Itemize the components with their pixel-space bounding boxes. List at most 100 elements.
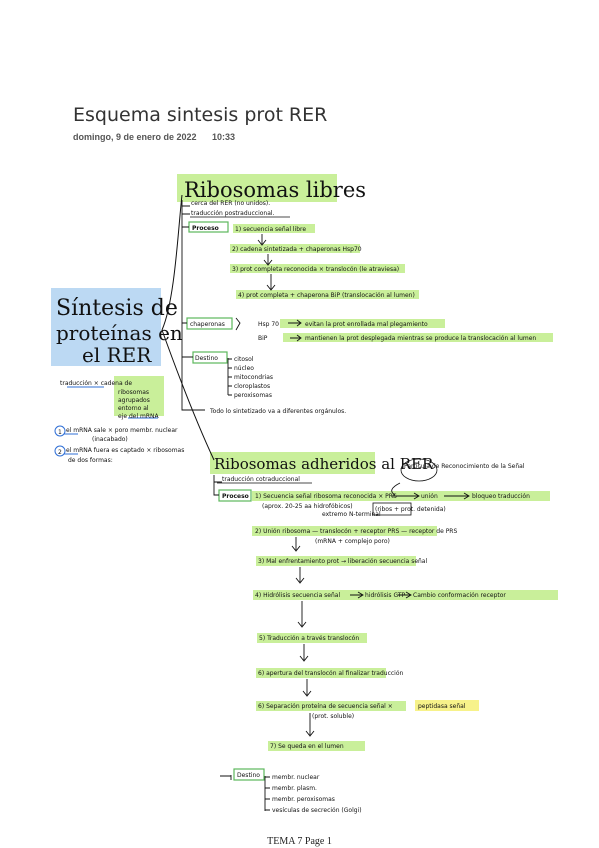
chap-hsp-text: evitan la prot enrollada mal plegamiento <box>305 321 428 328</box>
n1-sub: (inacabado) <box>92 436 128 443</box>
highlight-adh-p5 <box>257 633 367 643</box>
chap-bip-text: mantienen la prot desplegada mientras se… <box>305 335 536 342</box>
libres-step2: 2) cadena sintetizada + chaperonas Hsp70 <box>232 246 362 253</box>
adh-step8: 7) Se queda en el lumen <box>270 743 344 750</box>
adh-step2: 2) Unión ribosoma — translocón + recepto… <box>255 528 457 535</box>
chap-bip: BiP <box>258 335 268 342</box>
page-title: Esquema sintesis prot RER <box>73 104 328 126</box>
destino-bracket <box>227 358 232 396</box>
destino-label-adh: Destino <box>237 772 260 779</box>
adh-step7: 6) Separación proteína de secuencia seña… <box>258 703 393 710</box>
adh-step7-highlight: peptidasa señal <box>418 703 466 710</box>
libres-ticks <box>182 205 193 358</box>
chaperonas-box <box>186 317 233 330</box>
n1-circle <box>54 425 66 437</box>
adh-stem <box>213 475 222 496</box>
highlight-main-title <box>51 288 161 366</box>
dest-libres-1: citosol <box>234 356 254 363</box>
adh-dest-4: vesículas de secreción (Golgi) <box>272 807 362 814</box>
n1-number: 1 <box>58 429 62 436</box>
adh-step6: 6) apertura del translocón al finalizar … <box>258 670 404 677</box>
highlight-adh-p2 <box>252 526 437 536</box>
libres-stem <box>181 200 205 411</box>
libres-arrows <box>257 234 276 291</box>
chap-bracket <box>235 317 302 342</box>
highlight-libres-p2 <box>230 244 360 253</box>
libres-line2: traducción postraduccional. <box>191 210 275 217</box>
adh-step4: 4) Hidrólisis secuencia señal <box>255 592 340 599</box>
highlight-adh-p7 <box>256 701 406 711</box>
todo-text: Todo lo sintetizado va a diferentes orgá… <box>209 408 346 415</box>
highlight-libres-p4 <box>236 290 419 299</box>
highlight-chap-2 <box>283 333 553 342</box>
adh-step2-sub: (mRNA + complejo poro) <box>315 538 390 545</box>
dest-libres-5: peroxisomas <box>234 392 272 399</box>
main-branch-line <box>161 194 215 461</box>
dest-libres-4: cloroplastos <box>234 383 270 390</box>
libres-title: Ribosomas libres <box>184 178 366 202</box>
n2-sub: de dos formas: <box>68 457 113 464</box>
n2-text: el mRNA fuera es captado × ribosomas <box>66 447 184 454</box>
adh-dest-3: membr. peroxisomas <box>272 796 335 803</box>
page-date: domingo, 9 de enero de 2022 <box>73 132 197 142</box>
main-title-line1: Síntesis de <box>56 296 178 321</box>
intro-line3: agrupados <box>118 397 150 404</box>
adh-prs-note: Partícula de Reconocimiento de la Señal <box>404 463 525 470</box>
chaperonas-label: chaperonas <box>190 321 225 328</box>
chap-hsp: Hsp 70 <box>258 321 279 328</box>
libres-step1: 1) secuencia señal libre <box>235 226 306 233</box>
highlight-chap-1 <box>280 319 445 328</box>
libres-step3: 3) prot completa reconocida × translocón… <box>232 266 399 273</box>
underline-libres <box>190 216 312 484</box>
highlight-libres-p <box>233 224 315 233</box>
adh-dest-1: membr. nuclear <box>272 774 320 781</box>
page-time: 10:33 <box>212 132 236 142</box>
underlines-blue <box>64 386 158 455</box>
main-title-line3: el RER <box>82 343 152 367</box>
intro-line5: eje del mRNA <box>118 413 160 420</box>
highlight-adh-p7-yellow <box>415 700 479 711</box>
adh-destino-bracket <box>264 776 270 811</box>
prs-circle <box>400 458 438 482</box>
highlight-adh-p8 <box>268 741 365 751</box>
libres-line1: cerca del RER (no unidos). <box>191 200 270 207</box>
proceso-box-adh <box>218 489 252 502</box>
proceso-label-libres: Proceso <box>192 225 219 232</box>
adh-step1: 1) Secuencia señal ribosoma reconocida ×… <box>255 493 397 500</box>
main-title-line2: proteínas en <box>56 321 183 345</box>
highlight-intro <box>114 376 164 416</box>
intro-line4: entorno al <box>118 405 149 412</box>
intro-line2: ribosomas <box>118 389 149 396</box>
adh-bloqueo: bloqueo traducción <box>472 493 530 500</box>
adh-step7-sub: (prot. soluble) <box>312 713 354 720</box>
proceso-label-adh: Proceso <box>222 493 249 500</box>
highlight-adh-title <box>210 452 375 474</box>
n2-circle <box>54 445 66 457</box>
dest-libres-3: mitocondrias <box>234 374 273 381</box>
libres-step4: 4) prot completa + chaperona BiP (transl… <box>238 292 415 299</box>
n2-number: 2 <box>58 449 62 456</box>
n1-text: el mRNA sale × poro membr. nuclear <box>66 427 178 434</box>
adh-dest-2: membr. plasm. <box>272 785 317 792</box>
prs-box <box>372 502 412 516</box>
destino-box-libres <box>192 351 228 364</box>
dest-libres-2: núcleo <box>234 365 254 372</box>
adh-union: unión <box>421 493 438 500</box>
destino-box-adh <box>233 768 265 781</box>
adh-step3: 3) Mal enfrentamiento prot → liberación … <box>258 558 427 565</box>
page-footer: TEMA 7 Page 1 <box>267 836 332 847</box>
adh-step5: 5) Traducción a través translocón <box>259 635 359 642</box>
destino-label-libres: Destino <box>195 355 218 362</box>
intro-line1: traducción × cadena de <box>60 380 132 387</box>
highlight-adh-p6 <box>256 668 386 678</box>
adh-step1-box: (ribos + prot. detenida) <box>375 506 446 513</box>
highlight-libres-title <box>177 174 337 202</box>
adh-step4-end: Cambio conformación receptor <box>413 592 506 599</box>
adh-step1-sub2: extremo N-terminal <box>322 511 381 518</box>
adh-title: Ribosomas adheridos al RER <box>214 455 434 473</box>
adh-inline-arrows <box>220 482 470 777</box>
adh-line1: traducción cotraduccional <box>222 476 300 483</box>
highlight-libres-p3 <box>230 264 405 273</box>
highlight-adh-p3 <box>256 556 416 566</box>
